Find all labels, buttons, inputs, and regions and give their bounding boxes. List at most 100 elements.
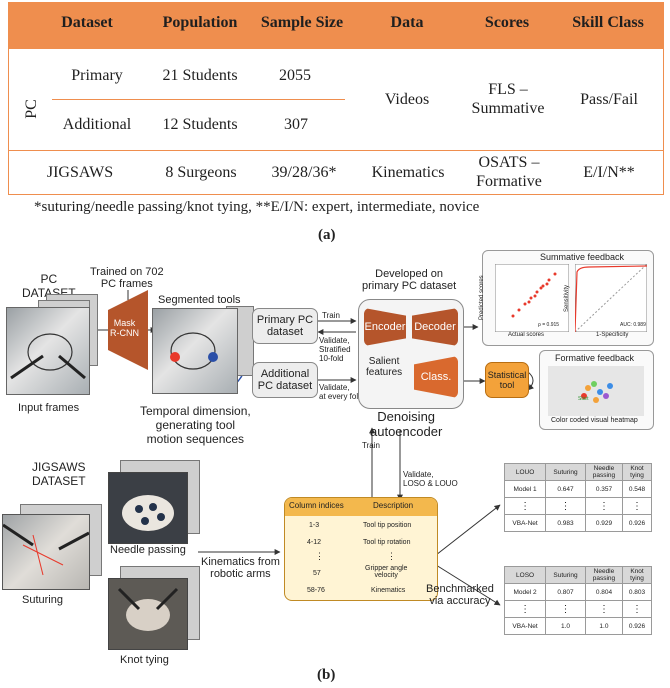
column-indices-table: Column indices Description 1-3 Tool tip … bbox=[284, 497, 438, 601]
segmented-scene-icon bbox=[170, 332, 218, 370]
rho-label: ρ = 0.915 bbox=[538, 322, 560, 328]
louo-header-1: Suturing bbox=[545, 463, 586, 481]
heatmap-icon bbox=[548, 366, 644, 416]
jigsaws-dataset-label: JIGSAWS DATASET bbox=[32, 460, 86, 488]
scatter-plot-icon bbox=[495, 264, 569, 332]
cell-pc-scores-line2: Summative bbox=[471, 100, 545, 117]
validate-stratified-label: Validate, Stratified 10-fold bbox=[319, 336, 351, 363]
cell-additional: Additional bbox=[62, 116, 132, 133]
header-skill-class: Skill Class bbox=[572, 14, 644, 31]
denoising-autoencoder-label: Denoising autoencoder bbox=[370, 409, 443, 439]
table-right-border bbox=[663, 49, 664, 194]
louo-cell: Model 1 bbox=[503, 480, 547, 498]
cell-additional-population: 12 Students bbox=[162, 116, 238, 133]
loso-header-3: Knot tying bbox=[622, 566, 652, 584]
header-population: Population bbox=[162, 14, 238, 31]
trained-on-label: Trained on 702 PC frames bbox=[90, 266, 164, 290]
cell-additional-sample: 307 bbox=[284, 116, 308, 133]
kinematics-from-label: Kinematics from robotic arms bbox=[201, 556, 280, 580]
actual-scores-label: Actual scores bbox=[508, 332, 545, 338]
color-coded-heatmap-label: Color coded visual heatmap bbox=[551, 417, 638, 424]
roc-curve-icon bbox=[575, 264, 647, 332]
train-label-2: Train bbox=[362, 441, 380, 450]
louo-cell: VBA-Net bbox=[503, 514, 547, 532]
header-dataset: Dataset bbox=[61, 14, 113, 31]
column-table-row-1-index: 1-3 bbox=[309, 522, 320, 529]
loso-cell: 0.807 bbox=[545, 583, 586, 601]
statistical-tool-box: Statistical tool bbox=[485, 362, 529, 398]
table-row-divider bbox=[8, 150, 664, 151]
validate-loso-louo-label: Validate, LOSO & LOUO bbox=[403, 470, 458, 488]
louo-header-3: Knot tying bbox=[622, 463, 652, 481]
cell-jigsaws-class: E/I/N** bbox=[583, 164, 635, 181]
column-table-row-3-desc: ⋮ bbox=[387, 551, 396, 561]
suturing-image bbox=[2, 514, 90, 590]
loso-header-2: Needle passing bbox=[584, 566, 624, 584]
cell-jigsaws: JIGSAWS bbox=[46, 164, 114, 181]
temporal-label: Temporal dimension, generating tool moti… bbox=[140, 404, 251, 446]
louo-cell: ⋮ bbox=[503, 497, 547, 515]
input-frames-label: Input frames bbox=[18, 402, 80, 414]
validate-every-fold-label: Validate, at every fold bbox=[319, 383, 363, 401]
column-table-row-5-index: 58-76 bbox=[307, 587, 325, 594]
one-minus-specificity-label: 1-Specificity bbox=[596, 332, 629, 338]
segmented-tools-label: Segmented tools bbox=[158, 294, 241, 306]
suturing-scene-icon bbox=[2, 523, 90, 576]
cell-pc-data: Videos bbox=[384, 91, 430, 108]
louo-cell: 0.929 bbox=[584, 514, 624, 532]
column-table-row-4-desc: Gripper angle velocity bbox=[365, 565, 408, 579]
louo-header-0: LOUO bbox=[503, 463, 547, 481]
caption-a: (a) bbox=[318, 227, 336, 243]
additional-pc-dataset-box: Additional PC dataset bbox=[252, 362, 318, 398]
heatmap-start-label: Start bbox=[578, 396, 589, 402]
column-table-row-2-index: 4-12 bbox=[307, 539, 322, 546]
louo-cell: 0.548 bbox=[622, 480, 652, 498]
developed-on-label: Developed on primary PC dataset bbox=[362, 268, 457, 292]
table-bottom-border bbox=[8, 194, 664, 195]
column-table-header-description: Description bbox=[373, 501, 414, 510]
column-table-header-indices: Column indices bbox=[289, 501, 344, 510]
cell-jigsaws-data: Kinematics bbox=[371, 164, 445, 181]
louo-cell: ⋮ bbox=[584, 497, 624, 515]
cell-jigsaws-scores-line1: OSATS – bbox=[478, 154, 540, 171]
column-table-header-bg bbox=[285, 498, 437, 516]
suturing-label: Suturing bbox=[22, 594, 63, 606]
cell-pc-class: Pass/Fail bbox=[580, 91, 638, 108]
encoder-block: Encoder bbox=[364, 308, 406, 346]
column-table-row-4-index: 57 bbox=[313, 570, 321, 577]
header-data: Data bbox=[390, 14, 424, 31]
cell-primary-population: 21 Students bbox=[162, 67, 238, 84]
summative-feedback-title: Summative feedback bbox=[540, 252, 625, 262]
louo-cell: ⋮ bbox=[545, 497, 586, 515]
loso-cell: ⋮ bbox=[503, 600, 547, 618]
header-sample-size: Sample Size bbox=[260, 14, 344, 31]
cell-jigsaws-sample: 39/28/36* bbox=[271, 164, 337, 181]
classifier-block: Class. bbox=[414, 356, 458, 398]
louo-cell: ⋮ bbox=[622, 497, 652, 515]
mask-rcnn-trapezoid bbox=[108, 290, 148, 370]
loso-cell: Model 2 bbox=[503, 583, 547, 601]
loso-cell: ⋮ bbox=[622, 600, 652, 618]
pc-subrow-divider bbox=[52, 99, 345, 100]
table-footnote: *suturing/needle passing/knot tying, **E… bbox=[34, 199, 480, 215]
loso-cell: 1.0 bbox=[545, 617, 586, 635]
loso-cell: 0.926 bbox=[622, 617, 652, 635]
louo-cell: 0.926 bbox=[622, 514, 652, 532]
table-left-border bbox=[8, 49, 9, 194]
column-table-row-3-index: ⋮ bbox=[315, 551, 324, 561]
knot-tying-image bbox=[108, 578, 188, 650]
auc-label: AUC: 0.989 bbox=[620, 322, 646, 328]
needle-passing-label: Needle passing bbox=[110, 544, 186, 556]
louo-cell: 0.983 bbox=[545, 514, 586, 532]
cell-pc-scores-line1: FLS – bbox=[488, 81, 528, 98]
loso-cell: 0.803 bbox=[622, 583, 652, 601]
caption-b: (b) bbox=[317, 667, 336, 683]
loso-cell: ⋮ bbox=[545, 600, 586, 618]
knot-tying-scene-icon bbox=[117, 587, 179, 631]
segmented-frame-image bbox=[152, 308, 238, 394]
louo-header-2: Needle passing bbox=[584, 463, 624, 481]
column-table-row-2-desc: Tool tip rotation bbox=[363, 539, 411, 546]
table-header-row bbox=[8, 2, 664, 49]
